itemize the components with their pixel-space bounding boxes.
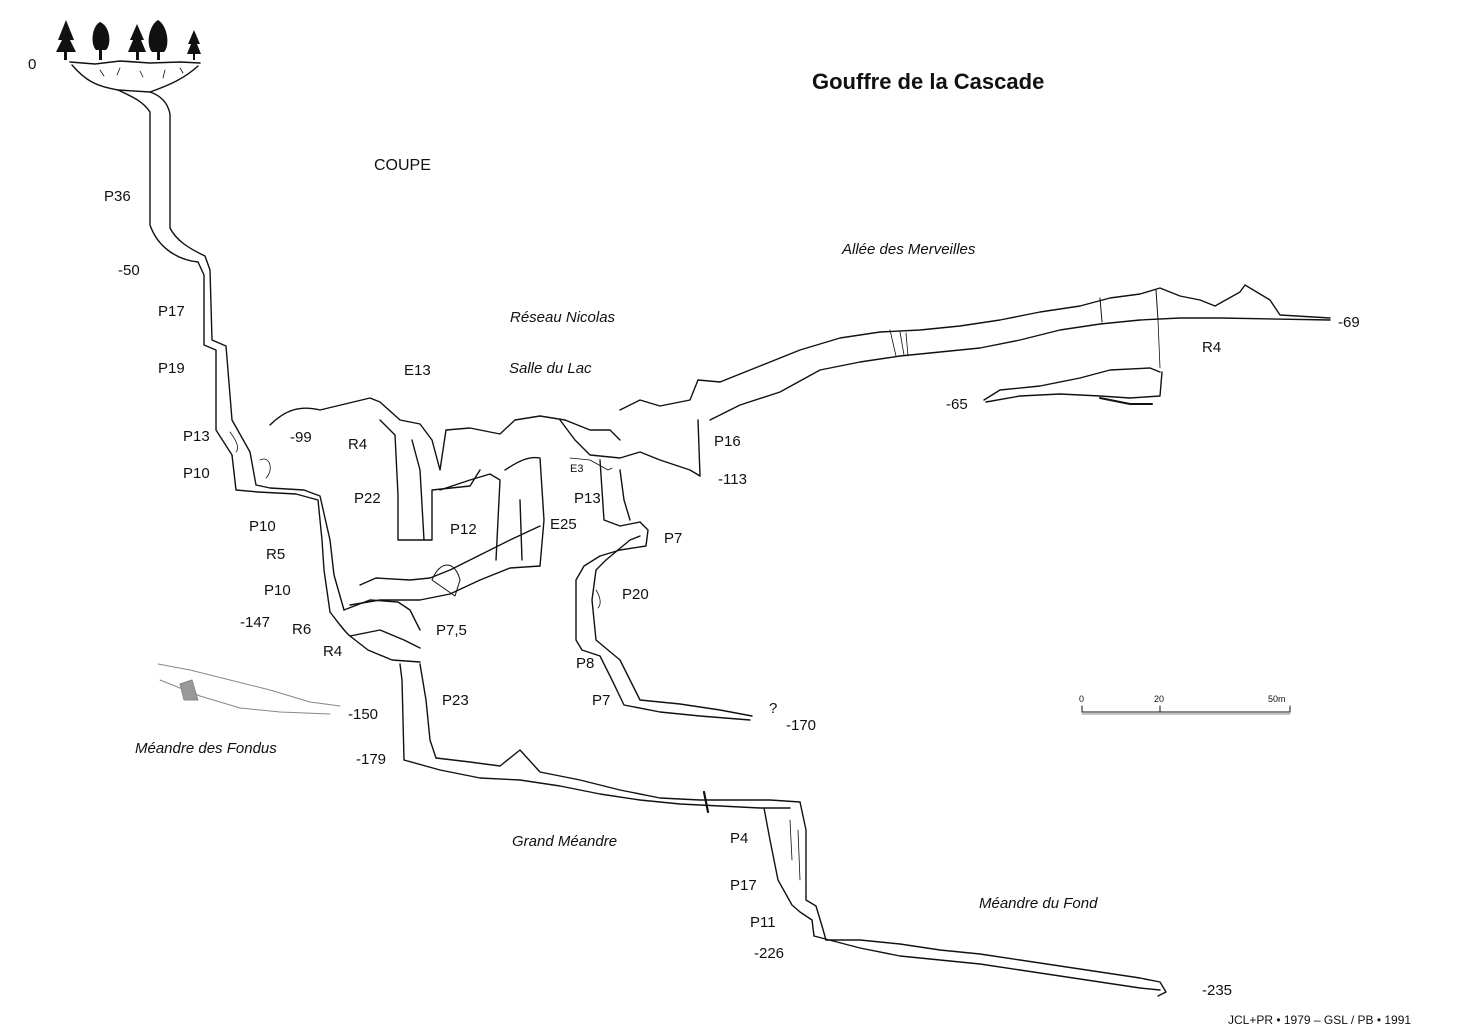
area-reseau-nicolas: Réseau Nicolas — [510, 309, 616, 326]
depth-label: -150 — [348, 706, 379, 723]
depth-label: -170 — [786, 717, 817, 734]
meandre-du-fond — [813, 935, 1167, 997]
depth-label: -147 — [240, 614, 271, 631]
pitch-label: P11 — [750, 914, 776, 931]
pitch-label: P7,5 — [436, 622, 467, 639]
pitch-label: P16 — [714, 433, 741, 450]
area-meandre-du-fond: Méandre du Fond — [979, 895, 1098, 912]
shaft-to-170 — [575, 521, 753, 721]
pitch-label: R4 — [1202, 339, 1222, 356]
scale-tick-label: 0 — [1079, 694, 1085, 704]
view-label: COUPE — [374, 157, 431, 174]
pitch-label: P10 — [249, 518, 276, 535]
depth-label: -113 — [718, 471, 747, 488]
pitch-label: P17 — [158, 303, 185, 320]
allee-des-merveilles — [709, 284, 1331, 421]
pitch-label: P7 — [664, 530, 683, 547]
pitch-label: R4 — [323, 643, 343, 660]
scale-tick-label: 50m — [1268, 694, 1286, 704]
pitch-label: P13 — [574, 490, 601, 507]
pitch-label: P10 — [264, 582, 291, 599]
depth-label: -99 — [290, 429, 312, 446]
map-title: Gouffre de la Cascade — [812, 69, 1045, 94]
depth-label: -69 — [1338, 314, 1360, 331]
credit-line: JCL+PR • 1979 – GSL / PB • 1991 — [1228, 1013, 1412, 1027]
pitch-label: P4 — [730, 830, 749, 847]
junction-passages — [329, 525, 541, 663]
area-meandre-des-fondus: Méandre des Fondus — [135, 740, 277, 757]
pitch-label: P23 — [442, 692, 469, 709]
pitch-label: E3 — [570, 463, 584, 475]
pitch-label: P36 — [104, 188, 131, 205]
depth-label: -65 — [946, 396, 968, 413]
pitch-label: R6 — [292, 621, 312, 638]
depth-label: 0 — [28, 56, 37, 73]
area-grand-meandre: Grand Méandre — [512, 833, 618, 850]
pitch-label: P10 — [183, 465, 210, 482]
surface-ground — [69, 60, 201, 93]
pitch-label: P8 — [576, 655, 595, 672]
shaft-p23 — [399, 663, 437, 761]
pitch-label: P13 — [183, 428, 210, 445]
shaft-to-226 — [763, 801, 827, 941]
depth-label: -50 — [118, 262, 140, 279]
pitch-label: P20 — [622, 586, 649, 603]
unknown-continuation-label: ? — [769, 700, 778, 717]
pitch-label: P22 — [354, 490, 381, 507]
salle-du-lac — [559, 379, 721, 527]
main-shaft — [117, 89, 345, 613]
pitch-label: P17 — [730, 877, 757, 894]
network-nicolas-shafts — [269, 397, 621, 597]
area-allee-des-merveilles: Allée des Merveilles — [842, 241, 976, 258]
depth-label: -179 — [356, 751, 387, 768]
pitch-label: R4 — [348, 436, 368, 453]
meandre-des-fondus — [157, 663, 341, 715]
trees-icon — [56, 20, 201, 60]
branch-65 — [983, 319, 1163, 405]
depth-label: -226 — [754, 945, 785, 962]
pitch-label: E13 — [404, 362, 431, 379]
scale-tick-label: 20 — [1154, 694, 1165, 704]
pitch-label: P12 — [450, 521, 477, 538]
grand-meandre — [403, 749, 801, 814]
area-salle-du-lac: Salle du Lac — [509, 360, 592, 377]
pitch-label: R5 — [266, 546, 286, 563]
pitch-label: E25 — [550, 516, 577, 533]
pitch-label: P19 — [158, 360, 185, 377]
pitch-label: P7 — [592, 692, 611, 709]
scale-bar — [1081, 705, 1291, 715]
depth-label: -235 — [1202, 982, 1233, 999]
